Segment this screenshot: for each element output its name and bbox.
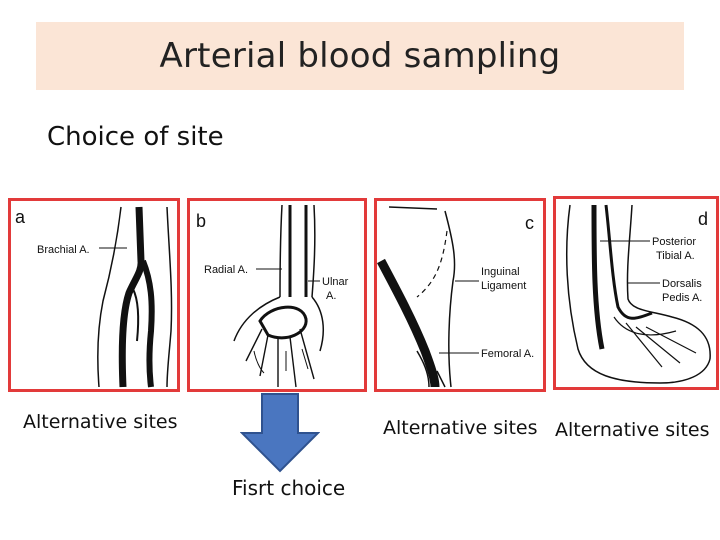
- posterior-label: Posterior: [652, 236, 696, 248]
- panel-letter: d: [698, 209, 708, 229]
- panel-radial: b Radial A. Ulnar A.: [187, 198, 367, 392]
- title-banner: Arterial blood sampling: [36, 22, 684, 90]
- brachial-label: Brachial A.: [37, 244, 90, 256]
- first-choice-label: Fisrt choice: [232, 476, 346, 500]
- slide-subtitle: Choice of site: [47, 122, 224, 152]
- panel-letter: c: [525, 213, 534, 233]
- femoral-label: Femoral A.: [481, 348, 534, 360]
- pedis-label: Pedis A.: [662, 292, 702, 304]
- panel-brachial: a Brachial A.: [8, 198, 180, 392]
- brachial-illustration: a Brachial A.: [15, 206, 173, 388]
- ulnar-label: Ulnar: [322, 276, 349, 288]
- caption-alternative-left: Alternative sites: [23, 411, 178, 433]
- ligament-label: Ligament: [481, 280, 526, 292]
- tibial-illustration: d Posterior Tibial A. Dorsalis Pedis A.: [565, 204, 711, 384]
- dorsalis-label: Dorsalis: [662, 278, 702, 290]
- slide-title: Arterial blood sampling: [159, 36, 561, 76]
- tibial-label: Tibial A.: [656, 250, 695, 262]
- panel-letter: b: [196, 211, 206, 231]
- caption-alternative-right: Alternative sites: [555, 419, 710, 441]
- radial-illustration: b Radial A. Ulnar A.: [196, 204, 349, 388]
- panel-letter: a: [15, 207, 26, 227]
- ulnar-label-a: A.: [326, 290, 336, 302]
- down-arrow-icon: [240, 393, 320, 473]
- inguinal-label: Inguinal: [481, 266, 520, 278]
- panel-femoral: c Inguinal Ligament Femoral A.: [374, 198, 546, 392]
- panel-tibial: d Posterior Tibial A. Dorsalis Pedis A.: [553, 196, 719, 390]
- caption-alternative-middle: Alternative sites: [383, 417, 538, 439]
- femoral-illustration: c Inguinal Ligament Femoral A.: [377, 206, 534, 388]
- radial-label: Radial A.: [204, 264, 248, 276]
